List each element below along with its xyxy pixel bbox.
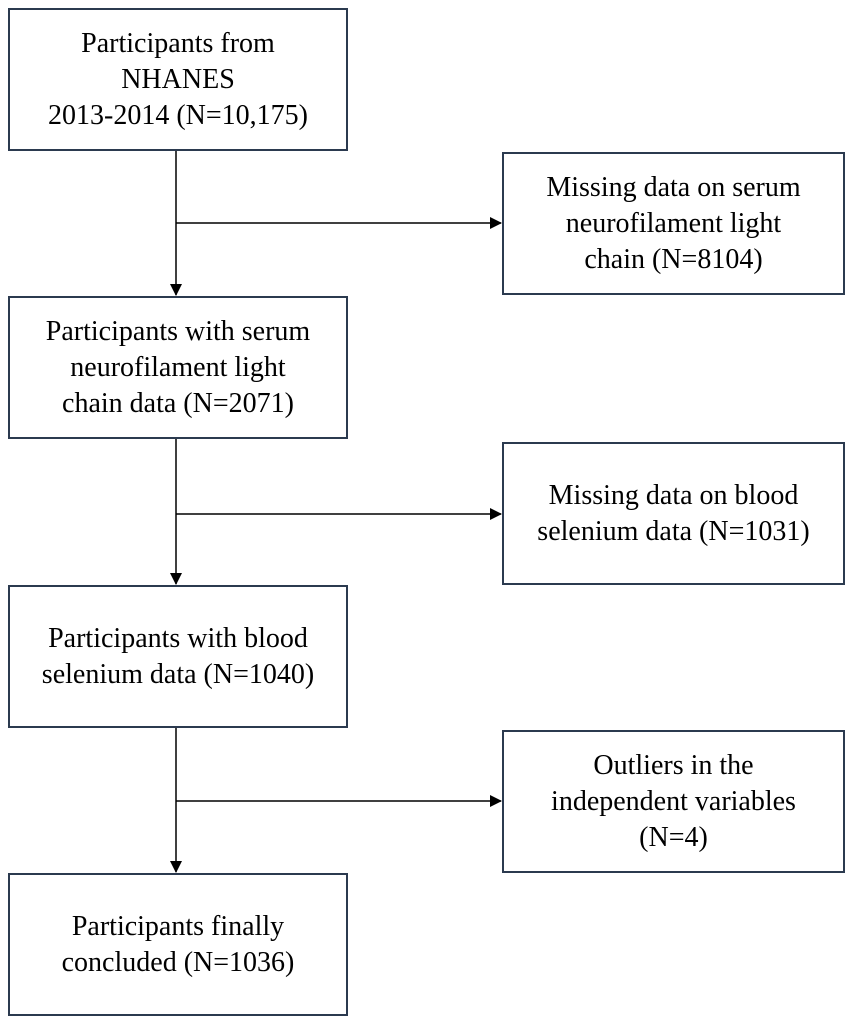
step-text: Participants with blood selenium data (N…	[41, 622, 315, 690]
exclusion-box-missing-selenium: Missing data on blood selenium data (N=1…	[502, 442, 845, 585]
step-text: Participants from NHANES 2013-2014 (N=10…	[48, 27, 308, 131]
step-text: Participants with serum neurofilament li…	[45, 315, 311, 419]
exclusion-box-outliers: Outliers in the independent variables (N…	[502, 730, 845, 873]
step-box-final-participants: Participants finally concluded (N=1036)	[8, 873, 348, 1016]
exclusion-text: Missing data on serum neurofilament ligh…	[546, 171, 801, 275]
step-box-nfl-participants: Participants with serum neurofilament li…	[8, 296, 348, 439]
step-text: Participants finally concluded (N=1036)	[61, 910, 295, 978]
step-box-nhanes-participants: Participants from NHANES 2013-2014 (N=10…	[8, 8, 348, 151]
exclusion-text: Outliers in the independent variables (N…	[551, 749, 796, 853]
exclusion-text: Missing data on blood selenium data (N=1…	[537, 479, 810, 547]
exclusion-box-missing-nfl: Missing data on serum neurofilament ligh…	[502, 152, 845, 295]
step-box-selenium-participants: Participants with blood selenium data (N…	[8, 585, 348, 728]
